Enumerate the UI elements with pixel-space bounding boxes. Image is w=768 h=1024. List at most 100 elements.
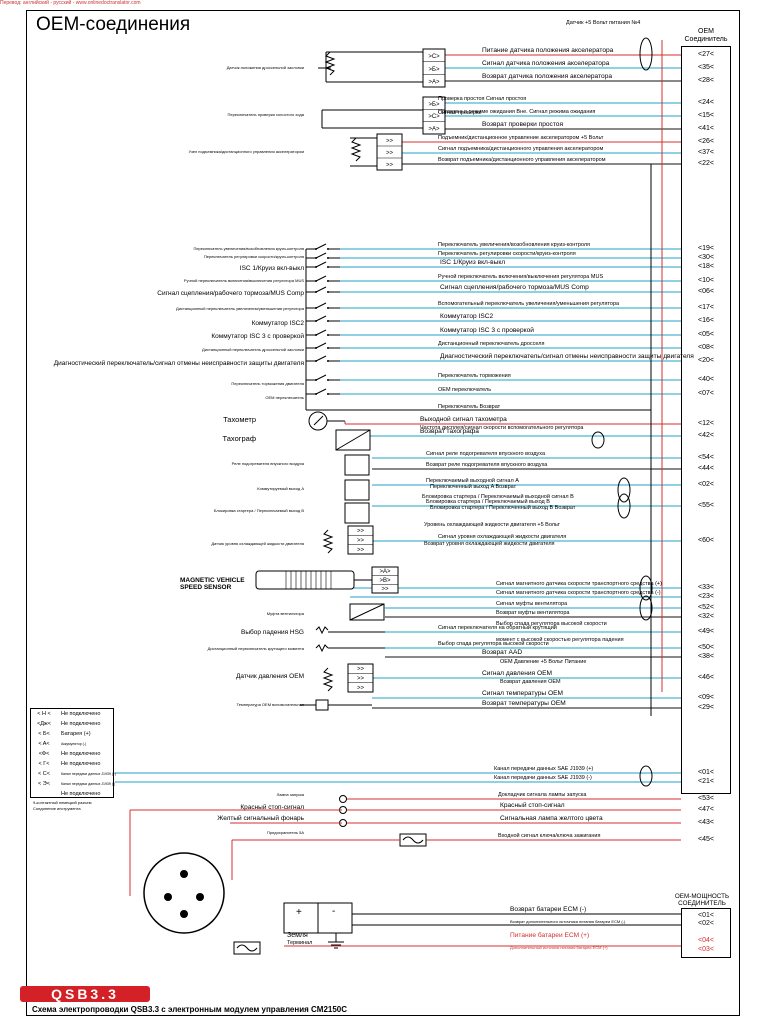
- component-label: Температура OEM вспомогательная: [236, 702, 304, 707]
- legend-row: < Г<Не подключено: [31, 759, 113, 770]
- qsb-logo: QSB3.3: [20, 986, 150, 1002]
- switch-blade-4: [315, 286, 327, 293]
- signal-label-extra: Уровень охлаждающей жидкости двигателя +…: [424, 522, 560, 528]
- legend-text: Аккумулятор (-): [61, 742, 87, 746]
- twist-6: [617, 493, 631, 519]
- signal-label-extra: Блокировка стартера / Переключаемый выхо…: [422, 494, 574, 500]
- signal-label: ISC 1/Круиз вкл-выкл: [440, 259, 506, 266]
- power-pin-label: <01<: [698, 912, 714, 919]
- tp-sensor-box-row: >Б>: [429, 67, 440, 73]
- pin-label: <52<: [698, 604, 714, 611]
- pin-label: <43<: [698, 819, 714, 826]
- signal-label: Сигнал переключателя на обратный крутящи…: [438, 625, 557, 631]
- component-label: Переключатель торможения двигателя: [231, 381, 304, 386]
- pin-label: <50<: [698, 644, 714, 651]
- translator-bar[interactable]: Перевод: английский - русский - www.onli…: [0, 0, 141, 6]
- signal-label-extra: Блокировка стартера / Переключенный выхо…: [430, 505, 576, 511]
- switch-contact-10: [315, 379, 317, 381]
- oem-connector-title: OEM Соединитель: [684, 28, 728, 43]
- legend-text: Не подключено: [61, 761, 101, 767]
- signal-label: Сигнал уровня охлаждающей жидкости двига…: [438, 534, 567, 540]
- switch-contact-7: [315, 334, 317, 336]
- idle-switch-box-row: >A>: [428, 127, 440, 133]
- legend-pin: < H <: [37, 711, 51, 717]
- power-pin-label: <03<: [698, 946, 714, 953]
- coolant-box-row: >>: [357, 547, 365, 553]
- signal-label-extra: OEM Давление +5 Вольт Питание: [500, 659, 587, 665]
- component-label: Красный стоп-сигнал: [240, 804, 304, 811]
- component-label: Коммутатор ISC 3 с проверкой: [211, 333, 304, 340]
- ignition-terminal-0: [180, 870, 188, 878]
- legend-pin: < A<: [38, 741, 50, 747]
- switch-blade-2: [315, 261, 327, 268]
- switch-blade-7: [315, 329, 327, 336]
- switch-contact-2: [315, 266, 317, 268]
- signal-label: Переключатель регулировки скорости/круиз…: [438, 251, 576, 257]
- pin-label: <12<: [698, 420, 714, 427]
- pin-label: <19<: [698, 245, 714, 252]
- legend-text: Не подключено: [61, 711, 101, 717]
- pin-label: <35<: [698, 64, 714, 71]
- component-label: Ручной переключатель включения/выключени…: [183, 278, 304, 283]
- legend-pin: < Э<: [38, 781, 50, 787]
- remote-zigzag: [350, 137, 362, 162]
- coolant-zigzag: [322, 529, 334, 554]
- tp-zigzag: [324, 51, 336, 76]
- speed-sensor-label: MAGNETIC VEHICLE SPEED SENSOR: [180, 577, 245, 591]
- component-label: Датчик уровня охлаждающей жидкости двига…: [211, 541, 304, 546]
- speed-sensor-body: [255, 570, 355, 590]
- power-pin-label: <02<: [698, 920, 714, 927]
- signal-label: Сигнал магнитного датчика скорости транс…: [496, 590, 661, 596]
- speed-sensor-box-row: >A>: [379, 569, 391, 575]
- signal-label: Сигнал магнитного датчика скорости транс…: [496, 581, 662, 587]
- switch-blade-6: [315, 315, 327, 322]
- switch-blade-1: [315, 252, 327, 259]
- switch-blade-8: [315, 342, 327, 349]
- switch-contact-4: [315, 291, 317, 293]
- component-label: Предохранитель 5А: [267, 830, 304, 835]
- switch-contact-b-5: [327, 307, 329, 309]
- torque-switch: [315, 644, 329, 653]
- signal-label: Возврат тахографа: [420, 428, 479, 435]
- legend-row: <Дж<Не подключено: [31, 719, 113, 730]
- switch-contact-8: [315, 347, 317, 349]
- twist-4: [591, 431, 605, 449]
- pin-label: <29<: [698, 704, 714, 711]
- legend-note-2: Соединение инструмента: [33, 806, 81, 811]
- pin-label: <23<: [698, 593, 714, 600]
- legend-row: < H < Не подключено: [31, 709, 113, 720]
- coolant-box: [347, 525, 374, 555]
- signal-label: Возврат температуры OEM: [482, 700, 566, 707]
- signal-label: Сигнал реле подогревателя впускного возд…: [426, 451, 546, 457]
- component-label: OEM переключатель: [265, 395, 304, 400]
- switch-contact-b-0: [327, 248, 329, 250]
- tach-needle: [313, 415, 324, 426]
- component-label: ISC 1/Круиз вкл-выкл: [239, 265, 304, 272]
- switch-contact-b-3: [327, 280, 329, 282]
- legend-pin: < Б<: [38, 731, 50, 737]
- pin-label: <44<: [698, 465, 714, 472]
- switch-blade-0: [315, 243, 327, 250]
- pin-label: <28<: [698, 77, 714, 84]
- signal-label: Входной сигнал ключа/ключа зажигания: [498, 833, 601, 839]
- legend-row: < Э<Канал передачи данных J1939 (-): [31, 779, 115, 790]
- signal-label: Сигнал температуры OEM: [482, 690, 563, 697]
- remote-throttle-box-row: >>: [386, 151, 394, 157]
- battery-minus: -: [332, 906, 336, 917]
- switch-contact-6: [315, 320, 317, 322]
- legend-row: Не подключено: [31, 789, 113, 800]
- switch-contact-0: [315, 248, 317, 250]
- signal-label-extra: Возврат давления OEM: [500, 679, 561, 685]
- pin-label: <37<: [698, 149, 714, 156]
- component-label: Коммутатор ISC2: [251, 320, 304, 327]
- twist-7: [639, 765, 653, 787]
- idle-switch-box: [422, 96, 446, 135]
- signal-label-extra: Переключенный выход A Возврат: [430, 484, 517, 490]
- signal-label: Канал передачи данных SAE J1939 (+): [494, 766, 594, 772]
- signal-label: Выходной сигнал тахометра: [420, 416, 507, 423]
- pin-label: <40<: [698, 376, 714, 383]
- pin-label: <54<: [698, 454, 714, 461]
- signal-label-extra: Частота дисплея/сигнал скорости вспомога…: [420, 425, 584, 431]
- pin-label: <30<: [698, 254, 714, 261]
- oem-connector: [681, 46, 731, 794]
